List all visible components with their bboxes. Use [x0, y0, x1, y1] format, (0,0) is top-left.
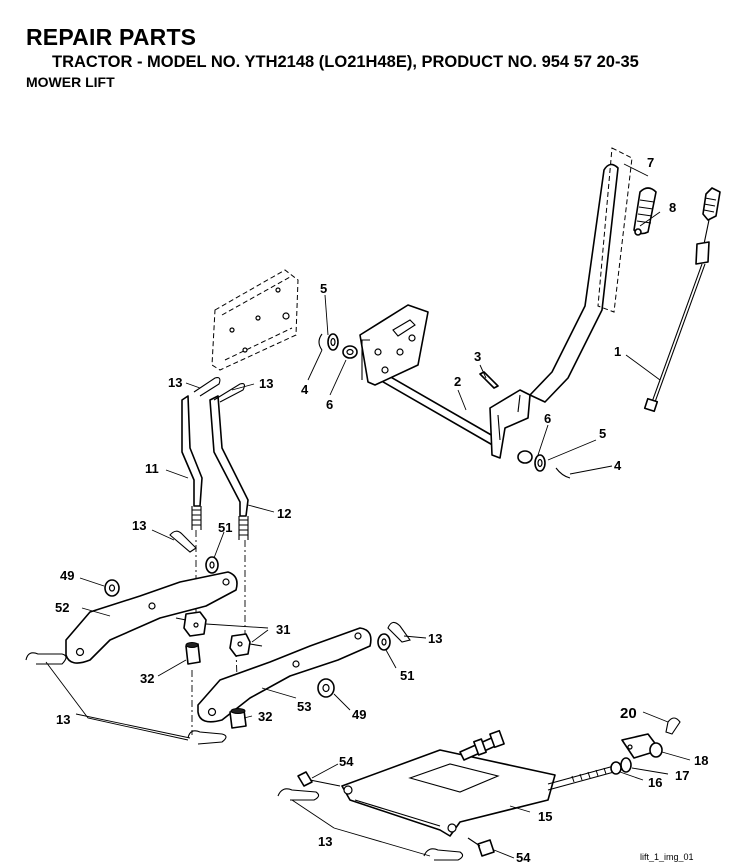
- trunnion-left: [175, 611, 207, 637]
- callout-13-top-left: 13: [168, 375, 182, 390]
- retaining-ring-left: [318, 333, 323, 351]
- hairpin-clip-arm-bottom: [187, 730, 227, 745]
- retaining-ring-right: [555, 467, 571, 479]
- callout-53: 53: [297, 699, 311, 714]
- washer-left: [327, 333, 339, 351]
- callout-16: 16: [648, 775, 662, 790]
- callout-18: 18: [694, 753, 708, 768]
- callout-1: 1: [614, 344, 621, 359]
- leader-lines: [45, 163, 691, 859]
- adjustment-block-18: [621, 733, 663, 759]
- hairpin-clip-link: [169, 530, 197, 553]
- ferrule-left: [185, 642, 201, 665]
- callout-31: 31: [276, 622, 290, 637]
- callout-8: 8: [669, 200, 676, 215]
- washer-49-right: [317, 678, 335, 698]
- callout-6-right: 6: [544, 411, 551, 426]
- lift-plate: [341, 749, 556, 837]
- callout-7: 7: [647, 155, 654, 170]
- washer-right: [534, 454, 546, 472]
- hairpin-clip-20: [665, 717, 681, 735]
- callout-12: 12: [277, 506, 291, 521]
- callout-15: 15: [538, 809, 552, 824]
- callout-49-left: 49: [60, 568, 74, 583]
- image-reference-code: lift_1_img_01: [640, 852, 694, 862]
- handle-grip: [633, 187, 657, 235]
- lift-shaft: [359, 304, 501, 448]
- bushing-right: [517, 450, 533, 464]
- callout-54-bottom: 54: [516, 850, 531, 862]
- callout-51-left: 51: [218, 520, 232, 535]
- washer-51-left: [205, 556, 219, 574]
- section-title: MOWER LIFT: [26, 74, 115, 90]
- callout-labels: 1 2 3 4 4 5 5 6 6 7 8 11 12 13 13 13 13 …: [55, 155, 708, 862]
- callout-17: 17: [675, 768, 689, 783]
- hairpin-clip-top-left: [193, 377, 221, 397]
- bolt-54-bottom: [467, 837, 495, 857]
- callout-5-left: 5: [320, 281, 327, 296]
- callout-4-right: 4: [614, 458, 622, 473]
- callout-13-plate: 13: [318, 834, 332, 849]
- callout-32-left: 32: [140, 671, 154, 686]
- washer-16: [610, 761, 622, 775]
- bushing-left: [342, 345, 358, 359]
- lift-lever: [489, 147, 633, 459]
- lift-link-left: [181, 395, 203, 530]
- callout-13-top-right: 13: [259, 376, 273, 391]
- hairpin-clip-arm-right: [387, 621, 411, 643]
- callout-13-arm-left: 13: [56, 712, 70, 727]
- callout-11: 11: [145, 461, 159, 476]
- callout-54-top: 54: [339, 754, 354, 769]
- callout-6-left: 6: [326, 397, 333, 412]
- adjustment-rod: [547, 765, 615, 791]
- callout-49-right: 49: [352, 707, 366, 722]
- hairpin-clip-plate-top: [277, 788, 320, 801]
- model-subtitle: TRACTOR - MODEL NO. YTH2148 (LO21H48E), …: [52, 53, 639, 71]
- lift-link-right: [209, 395, 249, 540]
- lock-nut-17: [620, 757, 632, 773]
- callout-5-right: 5: [599, 426, 606, 441]
- callout-13-arm-right: 13: [428, 631, 442, 646]
- washer-51-right: [377, 633, 391, 651]
- lift-rod-assembly: [643, 187, 721, 413]
- callout-13-link: 13: [132, 518, 146, 533]
- lever-knob: [634, 228, 642, 236]
- lift-arm-left: [65, 571, 238, 664]
- ferrule-right: [229, 708, 247, 729]
- callout-51-right: 51: [400, 668, 414, 683]
- callout-4-left: 4: [301, 382, 309, 397]
- washer-49-left: [104, 579, 120, 597]
- callout-20: 20: [620, 705, 637, 722]
- frame-plate-reference: [211, 269, 299, 371]
- trunnion-right: [229, 633, 263, 657]
- callout-32-right: 32: [258, 709, 272, 724]
- callout-52: 52: [55, 600, 69, 615]
- page-title: REPAIR PARTS: [26, 24, 197, 50]
- hairpin-clip-arm-left: [25, 652, 67, 665]
- callout-2: 2: [454, 374, 461, 389]
- spring-pin: [479, 371, 499, 389]
- hairpin-clip-top-right: [213, 383, 245, 403]
- plate-shaft: [459, 729, 505, 761]
- hairpin-clip-plate-bottom: [423, 848, 464, 861]
- lift-arm-right: [197, 627, 372, 723]
- callout-3: 3: [474, 349, 481, 364]
- bolt-54-top: [297, 771, 341, 787]
